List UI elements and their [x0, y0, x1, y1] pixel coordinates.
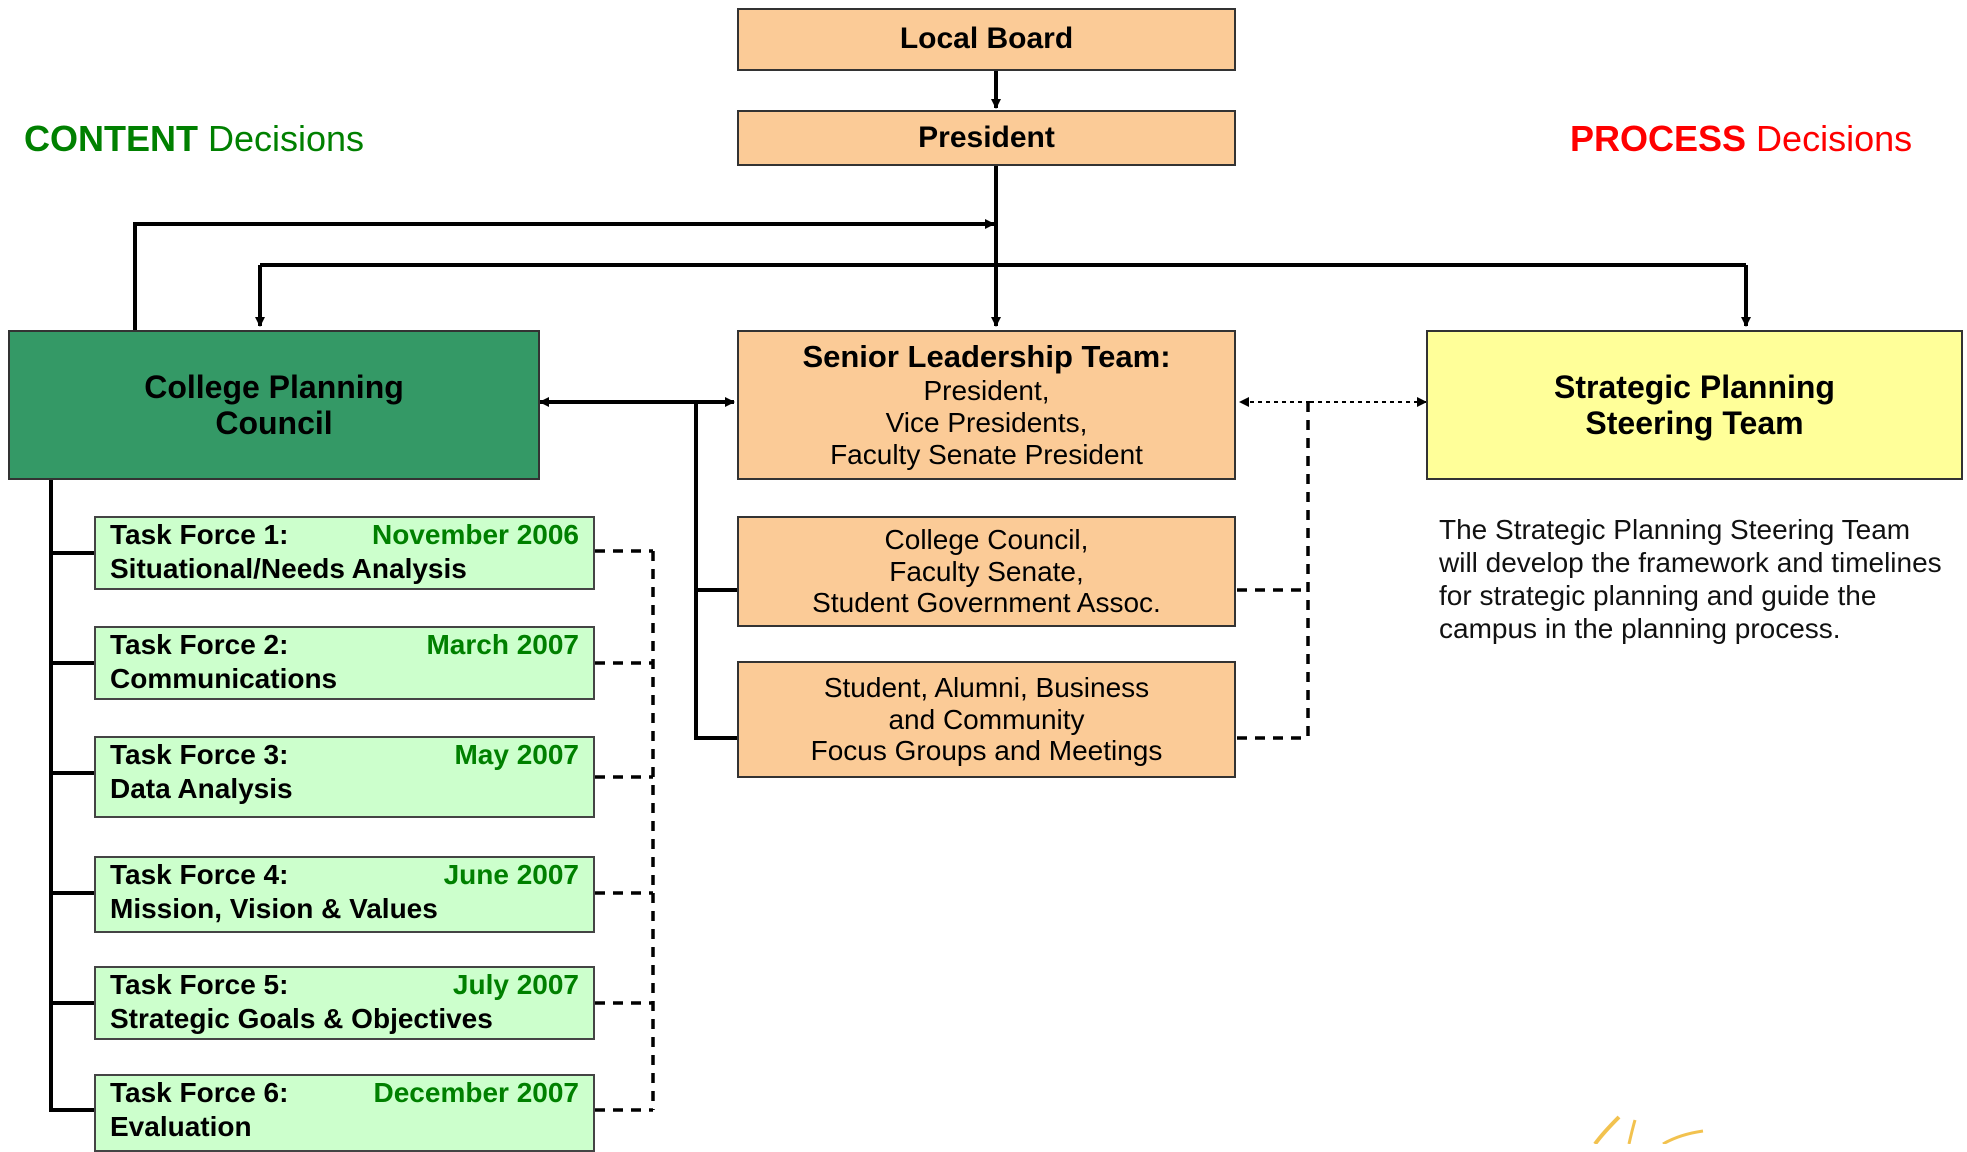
task-force-name: Data Analysis: [110, 772, 293, 804]
task-force-label: Task Force 6:: [110, 1077, 289, 1108]
task-force-name: Communications: [110, 662, 338, 694]
task-force-2-box: Task Force 2: March 2007 Communications: [94, 626, 595, 700]
focus-groups-box: Student, Alumni, Business and Community …: [737, 661, 1236, 778]
task-force-label: Task Force 3:: [110, 739, 289, 770]
college-planning-council-line-2: Council: [215, 405, 333, 441]
college-planning-council-line-1: College Planning: [144, 368, 404, 405]
senior-leadership-team-member: Vice Presidents,: [885, 406, 1088, 438]
task-force-name: Strategic Goals & Objectives: [110, 1002, 493, 1034]
task-force-date: March 2007: [426, 629, 579, 660]
task-force-5-box: Task Force 5: July 2007 Strategic Goals &…: [94, 966, 595, 1040]
task-force-6-box: Task Force 6: December 2007 Evaluation: [94, 1074, 595, 1152]
steering-team-box: Strategic Planning Steering Team: [1426, 330, 1963, 480]
task-force-date: July 2007: [452, 969, 579, 1000]
task-force-name: Evaluation: [110, 1110, 252, 1142]
college-council-senate-box: College Council, Faculty Senate, Student…: [737, 516, 1236, 627]
president-label: President: [918, 120, 1055, 154]
focus-groups-line: and Community: [888, 703, 1085, 735]
president-box: President: [737, 110, 1236, 166]
task-force-name: Situational/Needs Analysis: [110, 552, 467, 584]
local-board-label: Local Board: [899, 22, 1074, 56]
process-decisions-emphasis: PROCESS: [1570, 118, 1747, 159]
task-force-date: May 2007: [454, 739, 579, 770]
process-decisions-heading: PROCESS Decisions: [1570, 118, 1912, 160]
steering-team-line-2: Steering Team: [1585, 405, 1804, 441]
task-force-name: Mission, Vision & Values: [110, 892, 438, 924]
steering-team-description: The Strategic Planning Steering Team wil…: [1439, 514, 1942, 645]
council-senate-line: College Council,: [884, 523, 1089, 555]
content-decisions-heading: CONTENT Decisions: [24, 118, 364, 160]
task-force-1-box: Task Force 1: November 2006 Situational/N…: [94, 516, 595, 590]
senior-leadership-team-member: President,: [923, 374, 1050, 406]
task-force-label: Task Force 4:: [110, 859, 289, 890]
local-board-box: Local Board: [737, 8, 1236, 71]
focus-groups-line: Student, Alumni, Business: [823, 671, 1150, 703]
senior-leadership-team-member: Faculty Senate President: [830, 438, 1143, 470]
logo-fragment-icon: [1593, 1115, 1704, 1144]
focus-groups-line: Focus Groups and Meetings: [810, 735, 1163, 767]
steering-team-line-1: Strategic Planning: [1554, 368, 1835, 405]
council-senate-line: Student Government Assoc.: [812, 587, 1161, 619]
content-decisions-emphasis: CONTENT: [24, 118, 198, 159]
task-force-date: December 2007: [373, 1077, 579, 1108]
task-force-label: Task Force 1:: [110, 519, 289, 550]
senior-leadership-team-title: Senior Leadership Team:: [802, 339, 1171, 375]
council-senate-line: Faculty Senate,: [889, 555, 1084, 587]
senior-leadership-team-box: Senior Leadership Team: President, Vice …: [737, 330, 1236, 480]
task-force-date: June 2007: [443, 859, 579, 890]
college-planning-council-box: College Planning Council: [8, 330, 540, 480]
content-decisions-text: Decisions: [198, 118, 365, 159]
task-force-label: Task Force 5:: [110, 969, 289, 1000]
process-decisions-text: Decisions: [1746, 118, 1913, 159]
task-force-date: November 2006: [371, 519, 579, 550]
task-force-3-box: Task Force 3: May 2007 Data Analysis: [94, 736, 595, 818]
task-force-4-box: Task Force 4: June 2007 Mission, Vision &…: [94, 856, 595, 933]
task-force-label: Task Force 2:: [110, 629, 289, 660]
